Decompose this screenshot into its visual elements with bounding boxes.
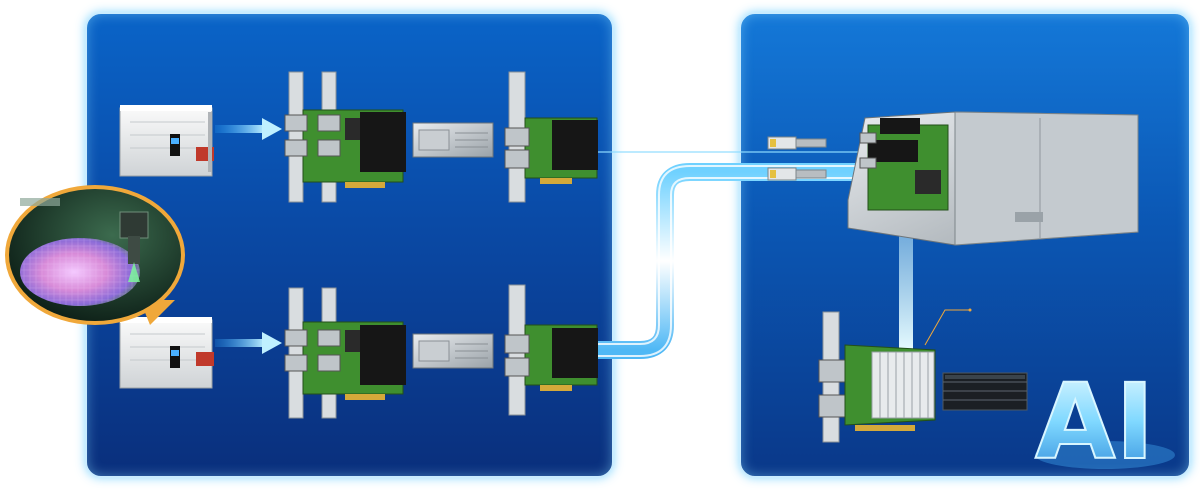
arrow-top-head [262, 118, 282, 140]
industrial-pc-top [412, 122, 494, 158]
wafer-inspection-closeup [5, 185, 185, 325]
single-nic-card-bottom [504, 284, 598, 416]
smartnic-card [818, 308, 972, 443]
rack-server [847, 111, 1139, 246]
heatsink-fins [871, 351, 935, 419]
arrow-top-shaft [215, 125, 265, 133]
inspection-machine-bottom [119, 317, 214, 389]
ai-badge: AI [1034, 360, 1175, 484]
inspection-machine-top [119, 105, 214, 177]
optical-transceiver-upper [767, 136, 827, 150]
industrial-pc-bottom [412, 333, 494, 369]
arrow-bottom-head [262, 332, 282, 354]
callout-line [924, 309, 970, 346]
optical-transceiver-lower [767, 167, 827, 181]
dual-nic-card-bottom [284, 287, 406, 419]
arrow-bottom-shaft [215, 339, 265, 347]
ai-badge-text: AI [1035, 361, 1154, 483]
cable-lower [596, 163, 862, 359]
dual-nic-card-top [284, 71, 406, 203]
single-nic-card-top [504, 71, 598, 203]
storage-array [942, 372, 1028, 411]
